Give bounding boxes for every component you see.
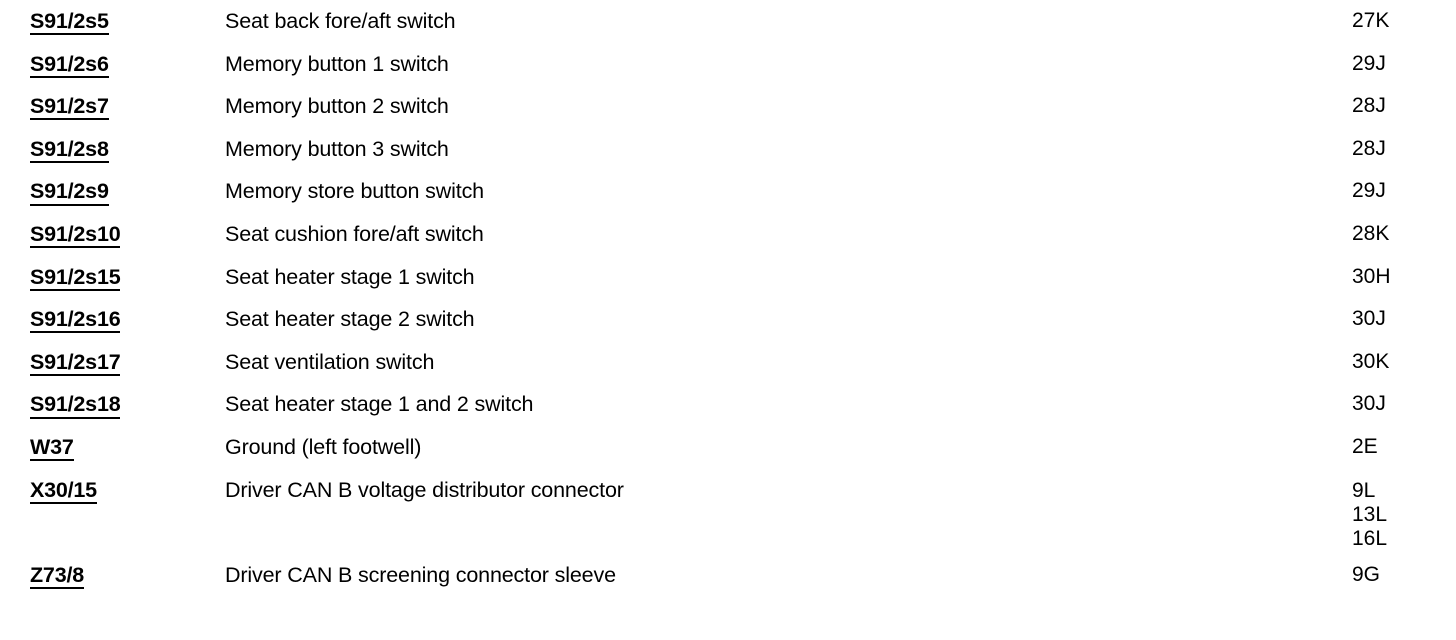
grid-location-cell: 29J — [1352, 51, 1386, 75]
table-row: W37 Ground (left footwell) 2E — [0, 426, 1456, 469]
table-row: S91/2s5 Seat back fore/aft switch 27K — [0, 0, 1456, 43]
component-code-cell[interactable]: S91/2s16 — [30, 298, 220, 341]
component-code-label: X30/15 — [30, 478, 97, 504]
component-code-cell[interactable]: S91/2s8 — [30, 128, 220, 171]
component-code-cell[interactable]: S91/2s15 — [30, 256, 220, 299]
component-description-cell: Memory button 2 switch — [225, 94, 449, 119]
grid-location-label: 13L — [1352, 502, 1388, 526]
component-code-cell[interactable]: S91/2s10 — [30, 213, 220, 256]
grid-location-cell: 28J — [1352, 136, 1386, 160]
component-description-cell: Memory button 3 switch — [225, 136, 449, 161]
table-row: S91/2s9 Memory store button switch 29J — [0, 170, 1456, 213]
component-description-cell: Seat heater stage 2 switch — [225, 307, 475, 332]
table-row: S91/2s7 Memory button 2 switch 28J — [0, 85, 1456, 128]
component-code-label: S91/2s15 — [30, 265, 121, 291]
table-row: S91/2s18 Seat heater stage 1 and 2 switch… — [0, 383, 1456, 426]
table-row: S91/2s17 Seat ventilation switch 30K — [0, 341, 1456, 384]
component-code-cell[interactable]: X30/15 — [30, 469, 220, 512]
table-row: S91/2s8 Memory button 3 switch 28J — [0, 128, 1456, 171]
component-description-cell: Ground (left footwell) — [225, 434, 422, 459]
component-code-cell[interactable]: S91/2s5 — [30, 0, 220, 43]
component-description-cell: Memory store button switch — [225, 179, 484, 204]
component-code-label: S91/2s7 — [30, 94, 109, 121]
table-row: S91/2s6 Memory button 1 switch 29J — [0, 43, 1456, 86]
component-code-label: S91/2s8 — [30, 137, 109, 163]
grid-location-cell: 27K — [1352, 9, 1390, 32]
grid-location-cell: 30J — [1352, 307, 1386, 331]
component-code-cell[interactable]: Z73/8 — [30, 554, 220, 597]
component-code-label: S91/2s6 — [30, 52, 109, 78]
component-code-label: S91/2s18 — [30, 393, 121, 419]
table-row: S91/2s15 Seat heater stage 1 switch 30H — [0, 256, 1456, 299]
component-code-cell[interactable]: S91/2s18 — [30, 383, 220, 426]
table-row: S91/2s10 Seat cushion fore/aft switch 28K — [0, 213, 1456, 256]
component-code-cell[interactable]: W37 — [30, 426, 220, 469]
table-row: X30/15 Driver CAN B voltage distributor c… — [0, 469, 1456, 550]
grid-location-cell: 30H — [1352, 264, 1391, 288]
grid-location-cell: 28K — [1352, 221, 1390, 245]
grid-location-cell: 2E — [1352, 434, 1378, 458]
grid-location-label: 9L — [1352, 478, 1376, 502]
component-code-label: S91/2s17 — [30, 350, 121, 376]
row-spacer — [0, 511, 1456, 554]
grid-location-cell: 30J — [1352, 392, 1386, 416]
component-description-cell: Driver CAN B screening connector sleeve — [225, 562, 616, 587]
component-code-cell[interactable]: S91/2s17 — [30, 341, 220, 384]
component-description-cell: Seat back fore/aft switch — [225, 9, 456, 33]
grid-location-cell: 28J — [1352, 94, 1386, 118]
component-code-cell[interactable]: S91/2s7 — [30, 85, 220, 128]
component-description-cell: Seat cushion fore/aft switch — [225, 221, 484, 246]
table-row: Z73/8 Driver CAN B screening connector sl… — [0, 554, 1456, 597]
component-code-label: S91/2s5 — [30, 9, 109, 36]
component-description-cell: Memory button 1 switch — [225, 51, 449, 76]
grid-location-cell: 29J — [1352, 179, 1386, 203]
component-code-label: S91/2s10 — [30, 222, 121, 249]
component-description-cell: Seat ventilation switch — [225, 349, 435, 374]
component-code-cell[interactable]: S91/2s9 — [30, 170, 220, 213]
grid-location-cell: 30K — [1352, 349, 1390, 373]
component-code-label: Z73/8 — [30, 563, 84, 589]
component-code-label: W37 — [30, 435, 74, 462]
table-row: S91/2s16 Seat heater stage 2 switch 30J — [0, 298, 1456, 341]
component-description-cell: Seat heater stage 1 switch — [225, 264, 475, 289]
component-code-cell[interactable]: S91/2s6 — [30, 43, 220, 86]
component-code-label: S91/2s9 — [30, 180, 109, 206]
grid-location-cell: 9G — [1352, 562, 1381, 586]
component-code-label: S91/2s16 — [30, 307, 121, 334]
grid-location-label: 16L — [1352, 526, 1388, 550]
component-description-cell: Driver CAN B voltage distributor connect… — [225, 477, 624, 502]
component-description-cell: Seat heater stage 1 and 2 switch — [225, 392, 534, 417]
